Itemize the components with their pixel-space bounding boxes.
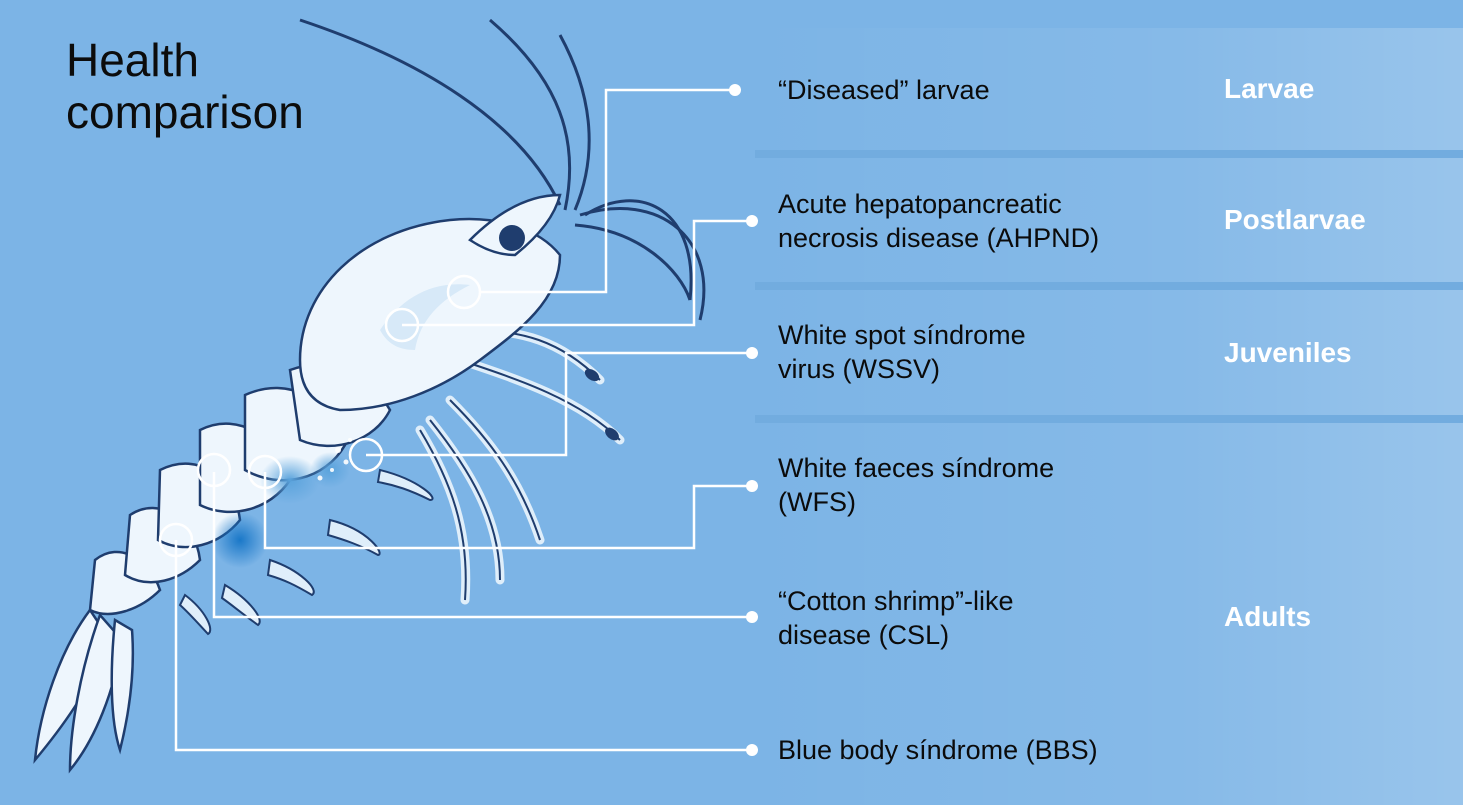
disease-label-wssv: White spot síndrome virus (WSSV): [778, 318, 1026, 386]
stage-label-juveniles: Juveniles: [1224, 337, 1352, 369]
disease-label-csl: “Cotton shrimp”-like disease (CSL): [778, 584, 1014, 652]
disease-label-line: Blue body síndrome (BBS): [778, 733, 1098, 767]
diagram-title: Health comparison: [66, 34, 304, 138]
leader-end-dots: [729, 84, 758, 756]
disease-label-line: Acute hepatopancreatic: [778, 187, 1099, 221]
tail-fan: [35, 610, 133, 770]
disease-label-line: virus (WSSV): [778, 352, 1026, 386]
disease-label-line: “Diseased” larvae: [778, 73, 990, 107]
disease-label-line: White spot síndrome: [778, 318, 1026, 352]
title-line-2: comparison: [66, 86, 304, 138]
disease-label-diseased-larvae: “Diseased” larvae: [778, 73, 990, 107]
stage-label-postlarvae: Postlarvae: [1224, 204, 1366, 236]
disease-label-line: White faeces síndrome: [778, 451, 1054, 485]
disease-label-ahpnd: Acute hepatopancreatic necrosis disease …: [778, 187, 1099, 255]
disease-label-line: necrosis disease (AHPND): [778, 221, 1099, 255]
disease-label-wfs: White faeces síndrome (WFS): [778, 451, 1054, 519]
disease-label-line: (WFS): [778, 485, 1054, 519]
shrimp-eye: [499, 225, 525, 251]
title-line-1: Health: [66, 34, 304, 86]
disease-label-bbs: Blue body síndrome (BBS): [778, 733, 1098, 767]
disease-label-line: disease (CSL): [778, 618, 1014, 652]
stage-label-adults: Adults: [1224, 601, 1311, 633]
disease-label-line: “Cotton shrimp”-like: [778, 584, 1014, 618]
stage-label-larvae: Larvae: [1224, 73, 1314, 105]
